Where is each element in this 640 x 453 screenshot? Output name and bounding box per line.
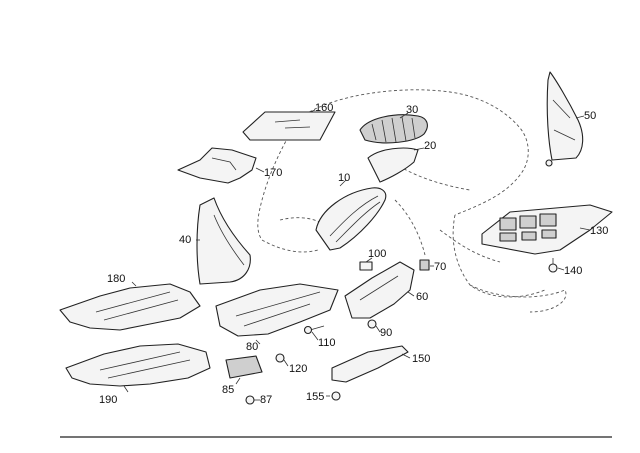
- part-150-trim: [331, 345, 409, 383]
- leader-lines: [123, 109, 591, 401]
- callout-180: 180: [107, 273, 125, 285]
- callout-130: 130: [590, 225, 608, 237]
- part-30-grille: [359, 114, 428, 144]
- part-40-side-trim: [196, 197, 251, 285]
- part-100-clip: [359, 261, 373, 271]
- part-140-screw: [548, 258, 558, 273]
- part-70-plug: [419, 259, 430, 271]
- callout-150: 150: [412, 353, 430, 365]
- part-190-floor-mat: [65, 343, 211, 387]
- callout-60: 60: [416, 291, 428, 303]
- callout-140: 140: [564, 265, 582, 277]
- part-60-bracket: [344, 261, 415, 319]
- part-160-panel: [242, 111, 336, 141]
- part-87-screw: [245, 395, 255, 405]
- part-110-screw: [303, 325, 325, 335]
- callout-70: 70: [434, 261, 446, 273]
- callout-20: 20: [424, 140, 436, 152]
- callout-80: 80: [246, 341, 258, 353]
- part-120-screw: [275, 353, 285, 363]
- part-180-floor-mat: [59, 283, 201, 331]
- part-90-screw: [367, 319, 377, 329]
- part-130-console: [481, 204, 613, 255]
- part-170-mat: [177, 147, 257, 184]
- callout-120: 120: [289, 363, 307, 375]
- callout-50: 50: [584, 110, 596, 122]
- callout-100: 100: [368, 248, 386, 260]
- callout-87: 87: [260, 394, 272, 406]
- callout-85: 85: [222, 384, 234, 396]
- callout-30: 30: [406, 104, 418, 116]
- part-85-connector: [225, 355, 263, 379]
- callout-110: 110: [318, 337, 336, 349]
- part-10-cluster-housing: [315, 187, 387, 251]
- callout-160: 160: [315, 102, 333, 114]
- callout-40: 40: [179, 234, 191, 246]
- part-20-cover: [367, 147, 419, 183]
- callout-90: 90: [380, 327, 392, 339]
- part-80-duct: [215, 283, 339, 337]
- callout-190: 190: [99, 394, 117, 406]
- callout-155: 155: [306, 391, 324, 403]
- part-50-pillar-trim: [545, 71, 584, 167]
- callout-10: 10: [338, 172, 350, 184]
- part-155-screw: [331, 391, 341, 401]
- callout-170: 170: [264, 167, 282, 179]
